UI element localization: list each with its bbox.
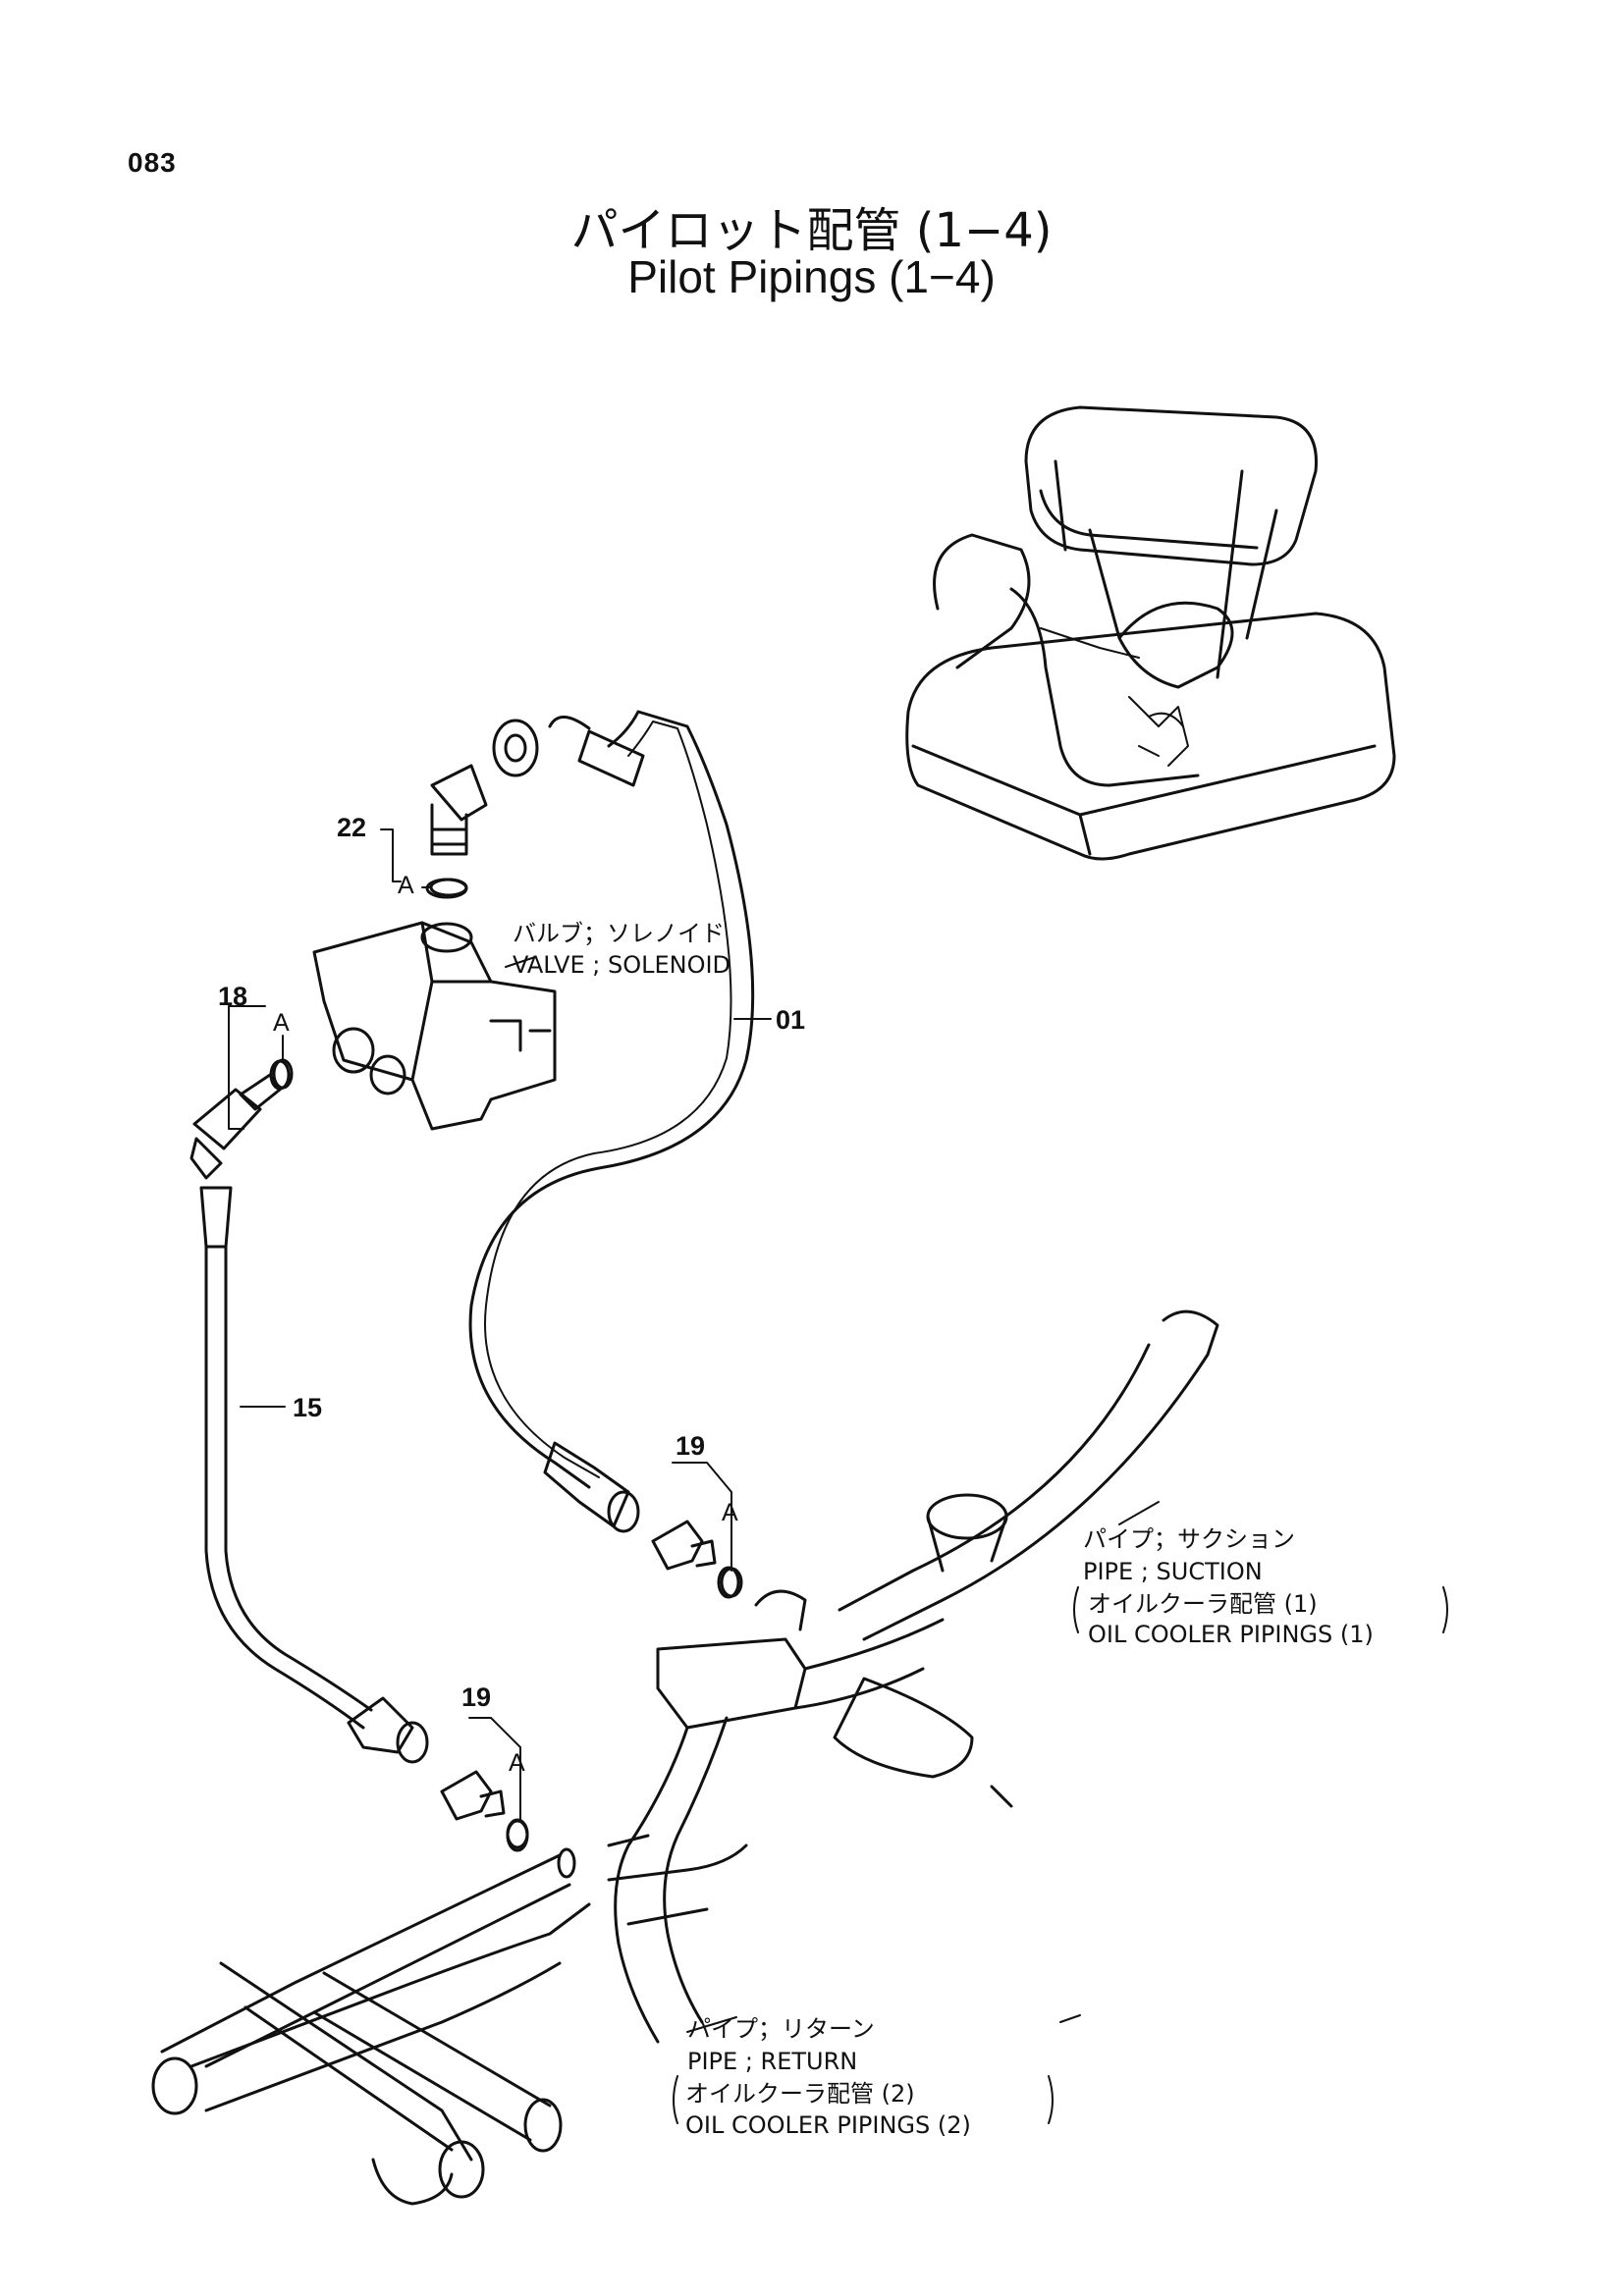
orings xyxy=(272,878,743,1849)
elbow-fitting-22 xyxy=(425,764,488,899)
return-pipe-label-english: PIPE ; RETURN xyxy=(687,2048,858,2075)
callout-01: 01 xyxy=(776,1005,806,1035)
callout-19: 19 xyxy=(676,1431,706,1461)
leader-lines xyxy=(228,828,1448,2124)
callout-19: 19 xyxy=(461,1682,492,1712)
oil-cooler-pipes xyxy=(151,1309,1219,2206)
callout-18: 18 xyxy=(218,982,248,1011)
suction-pipe-reference-english: OIL COOLER PIPINGS (1) xyxy=(1088,1621,1374,1648)
hose-01 xyxy=(468,710,755,1533)
suction-pipe-label-english: PIPE ; SUCTION xyxy=(1083,1558,1263,1585)
hose-15 xyxy=(199,1186,429,1764)
suction-pipe-label-japanese: パイプ；サクション xyxy=(1083,1525,1295,1553)
page-title-english: Pilot Pipings (1−4) xyxy=(627,251,996,302)
solenoid-valve xyxy=(312,921,557,1131)
suction-pipe-reference-japanese: オイルクーラ配管 (1) xyxy=(1088,1590,1318,1618)
valve-label-english: VALVE ; SOLENOID xyxy=(513,951,731,979)
page-number: 083 xyxy=(128,147,177,178)
oring-label-a: A xyxy=(273,1009,290,1037)
fitting-18 xyxy=(189,1059,291,1180)
return-pipe-label-japanese: パイプ；リターン xyxy=(687,2015,875,2043)
return-pipe-reference-english: OIL COOLER PIPINGS (2) xyxy=(685,2111,971,2139)
callout-22: 22 xyxy=(337,813,367,842)
page-title-japanese: パイロット配管 (1−4) xyxy=(570,203,1053,258)
fitting-19-lower xyxy=(440,1770,529,1852)
oring-label-a: A xyxy=(398,872,414,899)
excavator-overview-illustration xyxy=(905,405,1396,861)
callout-15: 15 xyxy=(293,1393,323,1422)
valve-label-japanese: バルブ；ソレノイド xyxy=(513,920,725,947)
oring-label-a: A xyxy=(722,1499,738,1526)
return-pipe-reference-japanese: オイルクーラ配管 (2) xyxy=(685,2080,915,2108)
fitting-19-upper xyxy=(651,1520,740,1599)
oring-label-a: A xyxy=(509,1749,525,1777)
